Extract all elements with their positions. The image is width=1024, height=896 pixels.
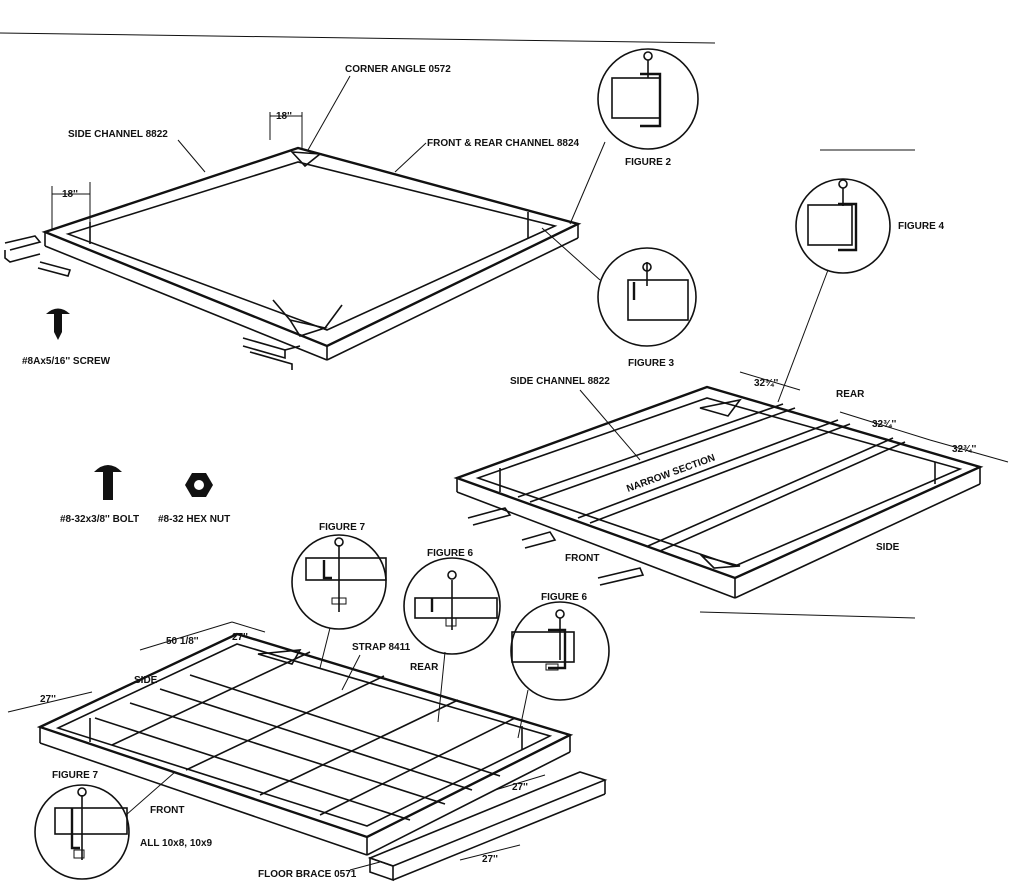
dim-27-bottom: 27'' <box>482 854 498 865</box>
dim-32-b: 32¾'' <box>872 419 896 430</box>
dim-27-right: 27'' <box>512 782 528 793</box>
screw-icon <box>46 308 70 340</box>
top-perimeter-frame <box>41 146 582 361</box>
loose-channel-left <box>4 235 72 277</box>
hex-nut-icon <box>185 473 213 497</box>
label-side-channel-top: SIDE CHANNEL 8822 <box>68 129 168 140</box>
label-floor-brace: FLOOR BRACE 0571 <box>258 869 357 880</box>
dim-18-top-text: 18'' <box>276 111 292 122</box>
label-figure-6b: FIGURE 6 <box>541 592 588 603</box>
label-corner-angle: CORNER ANGLE 0572 <box>345 64 451 75</box>
dim-27-left: 27'' <box>40 694 56 705</box>
bottom-floor-frame <box>36 632 574 856</box>
label-figure-6a: FIGURE 6 <box>427 548 474 559</box>
figure-6b-detail: FIGURE 6 <box>510 592 610 739</box>
label-all-sizes: ALL 10x8, 10x9 <box>140 838 213 849</box>
dimension-18-top: 18'' <box>269 111 303 148</box>
dimensions-bottom: 50 1/8'' 27'' 27'' 27'' 27'' <box>7 621 546 865</box>
figure-4-detail: FIGURE 4 <box>777 178 945 403</box>
dim-32-a: 32¾'' <box>754 378 778 389</box>
label-front-mid: FRONT <box>565 553 599 564</box>
figure-6a-detail: FIGURE 6 <box>403 548 501 723</box>
dimensions-32: 32¾'' 32¾'' 32¾'' <box>739 371 1009 463</box>
bolt-icon <box>94 465 122 500</box>
label-side-channel-mid: SIDE CHANNEL 8822 <box>510 376 610 387</box>
label-strap: STRAP 8411 <box>352 642 411 653</box>
page-top-edge <box>0 32 716 44</box>
label-screw: #8Ax5/16'' SCREW <box>22 356 111 367</box>
label-side-bottom: SIDE <box>134 675 158 686</box>
dim-18-left-text: 18'' <box>62 189 78 200</box>
figure-3-detail: FIGURE 3 <box>541 227 697 369</box>
label-figure-7-top: FIGURE 7 <box>319 522 366 533</box>
label-bolt: #8-32x3/8'' BOLT <box>60 514 139 525</box>
middle-floor-frame <box>453 385 984 599</box>
label-rear-bottom: REAR <box>410 662 439 673</box>
dim-32-c: 32¾'' <box>952 444 976 455</box>
label-front-bottom: FRONT <box>150 805 184 816</box>
loose-channel-bottom <box>242 337 301 370</box>
label-hex-nut: #8-32 HEX NUT <box>158 514 230 525</box>
page-edge-mark-2 <box>699 611 916 619</box>
figure-7-top-detail: FIGURE 7 <box>291 522 387 669</box>
figure-2-detail: FIGURE 2 <box>569 48 699 225</box>
label-figure-7-bottom: FIGURE 7 <box>52 770 99 781</box>
dimension-18-left: 18'' <box>51 182 91 230</box>
dim-50: 50 1/8'' <box>166 636 199 647</box>
label-figure-2: FIGURE 2 <box>625 157 672 168</box>
label-rear-mid: REAR <box>836 389 865 400</box>
label-figure-3: FIGURE 3 <box>628 358 675 369</box>
figure-7-bottom-detail: FIGURE 7 <box>34 770 176 880</box>
label-figure-4: FIGURE 4 <box>898 221 945 232</box>
label-side-mid: SIDE <box>876 542 900 553</box>
label-front-rear-channel: FRONT & REAR CHANNEL 8824 <box>427 138 579 149</box>
floor-braces <box>367 771 608 882</box>
dim-27-top: 27'' <box>232 632 248 643</box>
loose-channels-middle <box>467 507 645 586</box>
